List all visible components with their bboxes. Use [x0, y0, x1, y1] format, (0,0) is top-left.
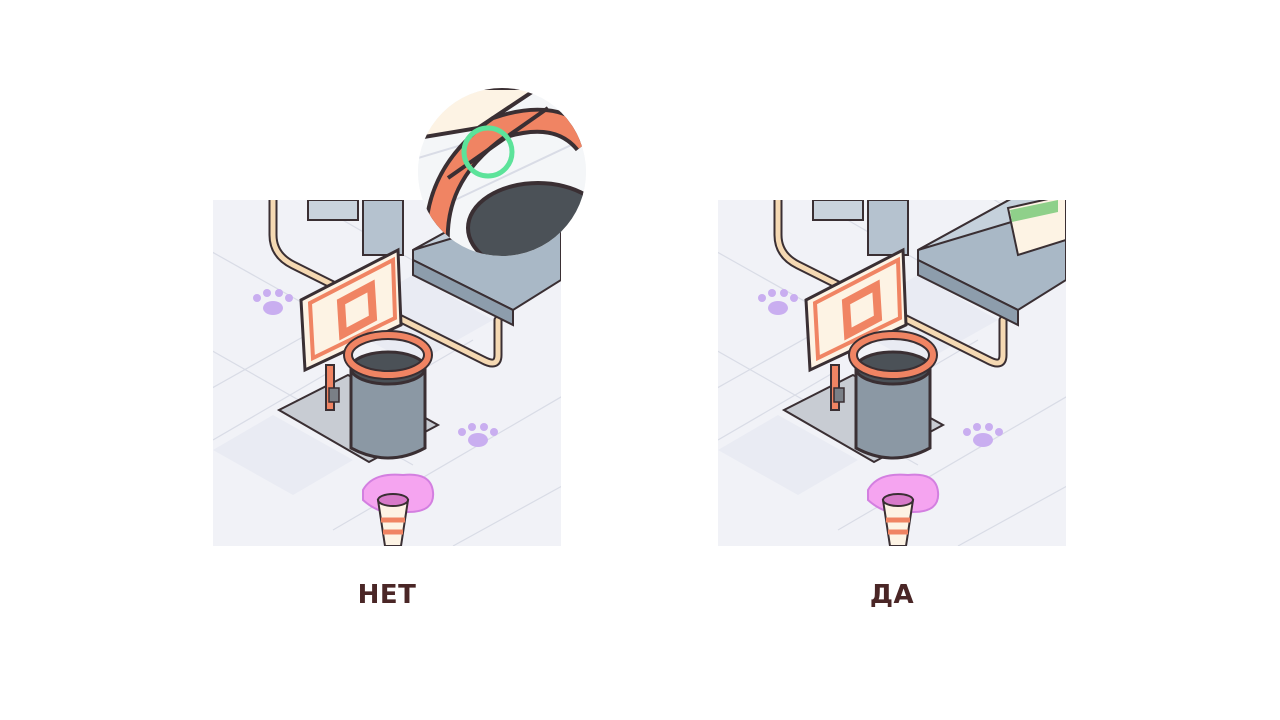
illustration-wrong — [213, 200, 561, 546]
label-wrong: НЕТ — [357, 580, 417, 610]
highlight-circle-icon — [461, 125, 515, 179]
label-correct: ДА — [869, 580, 915, 610]
illustration-correct — [718, 200, 1066, 546]
